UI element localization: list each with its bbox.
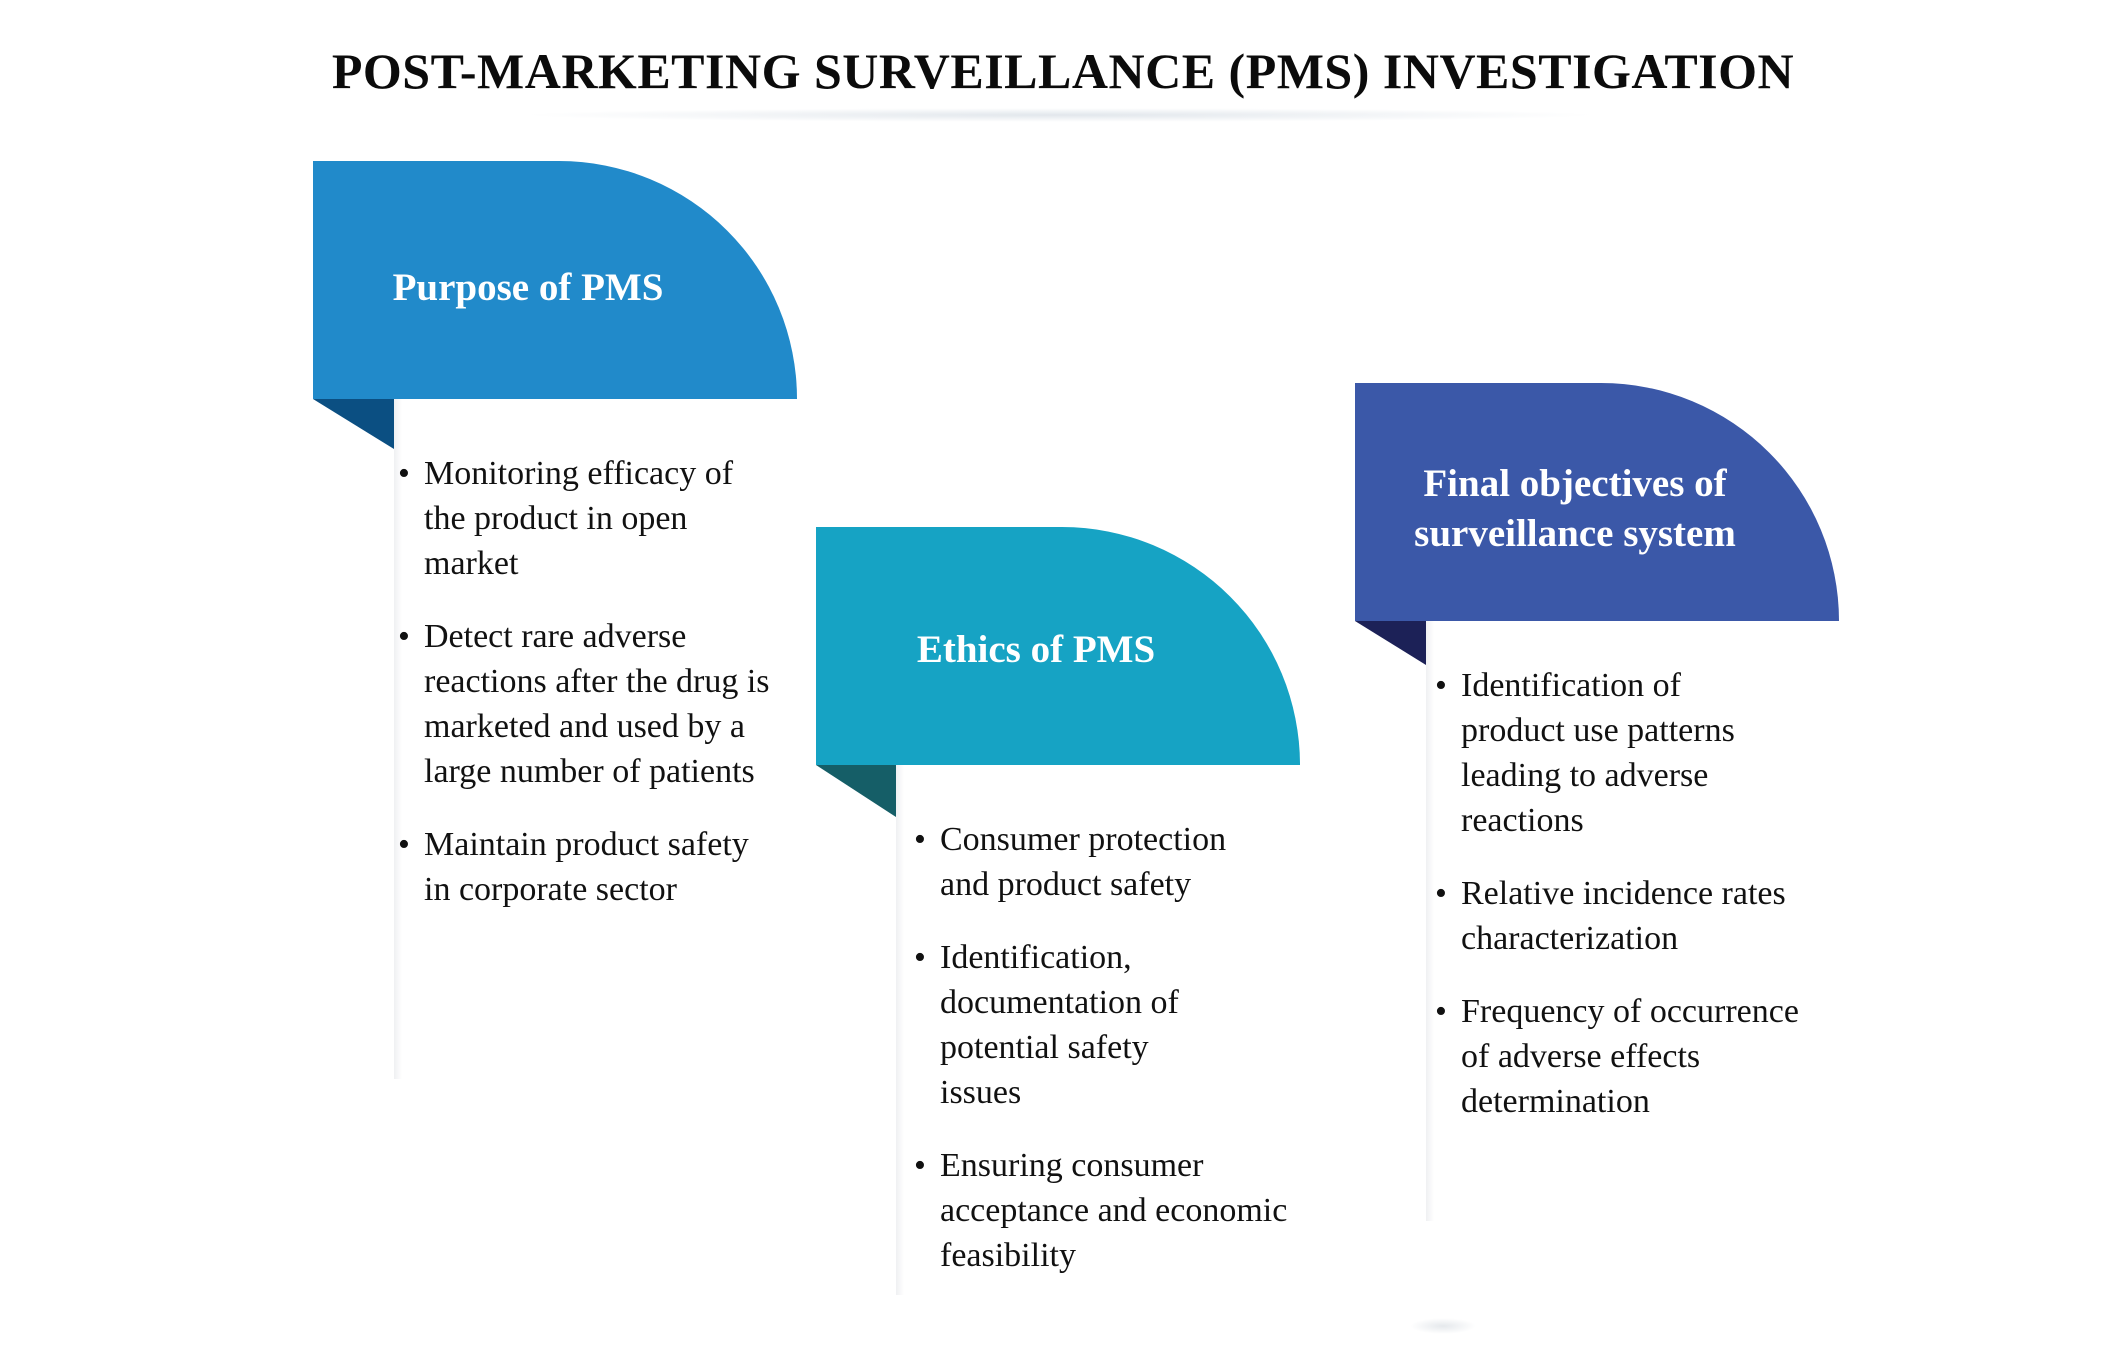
ethics-list-panel: Consumer protection and product safety I… — [896, 765, 1336, 1295]
purpose-fold — [313, 399, 394, 449]
ethics-list: Consumer protection and product safety I… — [896, 765, 1344, 1278]
ethics-item: Ensuring consumer acceptance and economi… — [914, 1143, 1350, 1278]
objectives-list-panel: Identification of product use patterns l… — [1426, 621, 1826, 1221]
ethics-fold — [816, 765, 896, 817]
purpose-item: Detect rare adverse reactions after the … — [398, 614, 784, 794]
decorative-shadow — [1410, 1318, 1476, 1334]
purpose-item: Monitoring efficacy of the product in op… — [398, 451, 754, 586]
purpose-header: Purpose of PMS — [313, 161, 797, 399]
objectives-header: Final objectives of surveillance system — [1355, 383, 1839, 621]
objectives-heading: Final objectives of surveillance system — [1355, 459, 1795, 559]
purpose-list: Monitoring efficacy of the product in op… — [394, 399, 778, 912]
objectives-item: Frequency of occurrence of adverse effec… — [1435, 989, 1831, 1124]
ethics-heading: Ethics of PMS — [916, 628, 1156, 671]
purpose-heading: Purpose of PMS — [392, 266, 664, 309]
purpose-item: Maintain product safety in corporate sec… — [398, 822, 754, 912]
ethics-header: Ethics of PMS — [816, 527, 1300, 765]
ethics-item: Identification, documentation of potenti… — [914, 935, 1230, 1115]
objectives-item: Relative incidence rates characterizatio… — [1435, 871, 1811, 961]
objectives-heading-line1: Final objectives of — [1423, 462, 1727, 505]
objectives-list: Identification of product use patterns l… — [1426, 621, 1820, 1124]
objectives-heading-line2: surveillance system — [1414, 512, 1736, 555]
objectives-fold — [1355, 621, 1426, 665]
objectives-item: Identification of product use patterns l… — [1435, 663, 1781, 843]
title-underline-shadow — [520, 108, 1600, 122]
purpose-list-panel: Monitoring efficacy of the product in op… — [394, 399, 794, 1079]
ethics-item: Consumer protection and product safety — [914, 817, 1280, 907]
diagram-title: POST-MARKETING SURVEILLANCE (PMS) INVEST… — [331, 43, 1795, 99]
